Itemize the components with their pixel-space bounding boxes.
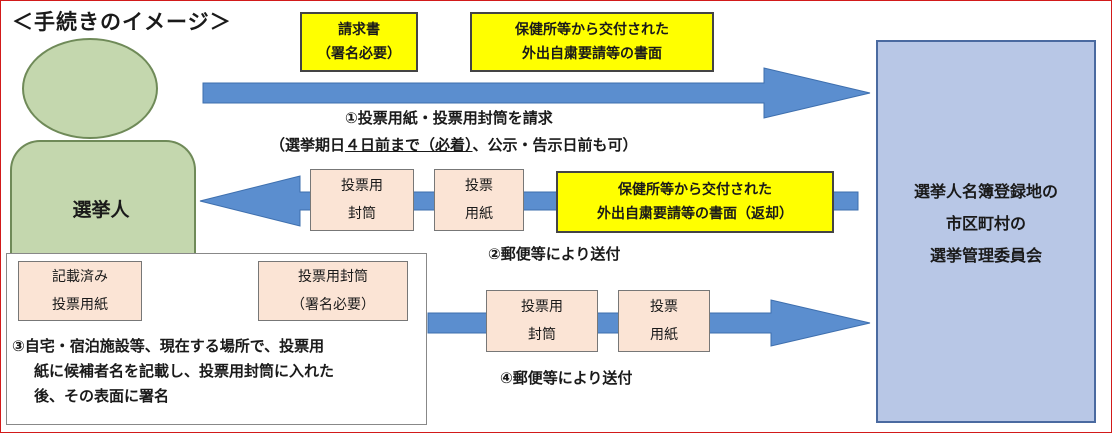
voter-head <box>22 38 158 139</box>
step4-label: ④郵便等により送付 <box>500 369 633 387</box>
certificate-line-2: 外出自粛要請等の書面 <box>522 46 662 62</box>
committee-line-1: 選挙人名簿登録地の <box>913 182 1058 201</box>
sealed-envelope-doc: 投票用封筒 （署名必要） <box>258 261 408 321</box>
step2-ballot-doc: 投票 用紙 <box>434 169 524 231</box>
returned-certificate-doc: 保健所等から交付された 外出自粛要請等の書面（返却） <box>556 171 834 233</box>
page-title: ＜手続きのイメージ＞ <box>12 10 232 34</box>
certificate-line-1: 保健所等から交付された <box>515 22 669 38</box>
step3-desc-line-2: 紙に候補者名を記載し、投票用封筒に入れた <box>34 362 335 380</box>
request-form-note: （署名必要） <box>317 46 401 62</box>
step2-envelope-doc: 投票用 封筒 <box>310 169 414 231</box>
step4-ballot-line-2: 用紙 <box>650 327 678 343</box>
voter-body <box>10 140 196 272</box>
step3-description: ③自宅・宿泊施設等、現在する場所で、投票用 紙に候補者名を記載し、投票用封筒に入… <box>12 334 424 409</box>
sealed-envelope-line-1: 投票用封筒 <box>298 269 368 285</box>
request-form-doc: 請求書 （署名必要） <box>300 12 418 72</box>
returned-certificate-line-1: 保健所等から交付された <box>618 182 772 198</box>
committee-line-2: 市区町村の <box>945 214 1026 233</box>
step1-deadline-note: （選挙期日４日前まで（必着）、公示・告示日前も可） <box>270 134 638 155</box>
step2-ballot-line-1: 投票 <box>465 178 493 194</box>
step1-note-emphasis: ４日前まで（必着） <box>345 136 473 154</box>
committee-line-3: 選挙管理委員会 <box>929 246 1042 265</box>
step4-ballot-doc: 投票 用紙 <box>618 290 710 352</box>
step3-desc-line-3: 後、その表面に署名 <box>34 387 170 405</box>
step1-note-rest: 、公示・告示日前も可） <box>472 136 638 154</box>
step1-label: ①投票用紙・投票用封筒を請求 <box>345 109 553 127</box>
step2-envelope-line-2: 封筒 <box>348 206 376 222</box>
step2-envelope-line-1: 投票用 <box>341 178 383 194</box>
election-committee-box <box>876 40 1096 423</box>
sealed-envelope-line-2: （署名必要） <box>291 297 375 313</box>
filled-ballot-line-1: 記載済み <box>52 269 108 285</box>
step2-label: ②郵便等により送付 <box>488 245 621 263</box>
arrow-step1 <box>202 67 871 119</box>
isolation-certificate-doc: 保健所等から交付された 外出自粛要請等の書面 <box>470 12 714 72</box>
step4-envelope-line-1: 投票用 <box>521 299 563 315</box>
returned-certificate-line-2: 外出自粛要請等の書面（返却） <box>597 206 793 222</box>
election-committee-label: 選挙人名簿登録地の 市区町村の 選挙管理委員会 <box>876 176 1096 272</box>
step3-desc-line-1: ③自宅・宿泊施設等、現在する場所で、投票用 <box>12 337 325 355</box>
step2-ballot-line-2: 用紙 <box>465 206 493 222</box>
step4-envelope-doc: 投票用 封筒 <box>486 290 598 352</box>
step4-ballot-line-1: 投票 <box>650 299 678 315</box>
step4-envelope-line-2: 封筒 <box>528 327 556 343</box>
filled-ballot-doc: 記載済み 投票用紙 <box>18 261 142 321</box>
request-form-title: 請求書 <box>338 22 380 38</box>
step1-note-open: （選挙期日 <box>270 136 346 154</box>
filled-ballot-line-2: 投票用紙 <box>52 297 108 313</box>
voter-label: 選挙人 <box>72 199 130 221</box>
